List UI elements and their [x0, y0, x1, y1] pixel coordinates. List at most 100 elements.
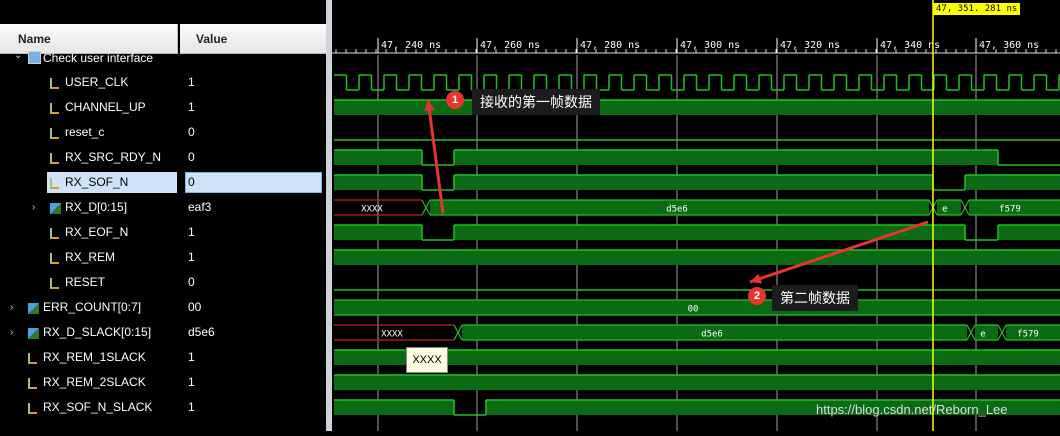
signal-value: 1 — [188, 375, 195, 389]
rx-rem-wave-fill — [334, 250, 1060, 265]
signal-value: eaf3 — [188, 200, 212, 214]
rx-d-bus-fill — [937, 200, 961, 215]
signal-icon — [28, 378, 37, 389]
time-label: 47, 280 ns — [580, 40, 640, 51]
signal-row[interactable]: CHANNEL_UP 1 — [0, 95, 326, 120]
annotation-arrow-2-head — [750, 273, 762, 284]
signal-row[interactable]: RX_SOF_N_SLACK 1 — [0, 395, 326, 420]
rx-d-slack-bus-fill — [975, 325, 998, 340]
rx-d-slack-bus-value: d5e6 — [701, 330, 723, 340]
bus-signal-icon — [28, 328, 39, 339]
annotation-text-1: 接收的第一帧数据 — [472, 89, 600, 115]
chevron-right-icon[interactable]: › — [32, 202, 36, 213]
name-panel — [0, 0, 180, 431]
rx-d-slack-bus-cross — [966, 324, 976, 341]
signal-name: USER_CLK — [65, 75, 129, 89]
err-count-bus-fill — [334, 300, 1060, 315]
rx-d-slack-bus-fill — [1006, 325, 1060, 340]
rx-rem-1slack-wave-fill — [334, 350, 1060, 365]
annotation-badge-2: 2 — [748, 287, 766, 305]
signal-icon — [28, 353, 37, 364]
signal-icon — [50, 78, 59, 89]
panel-splitter[interactable] — [326, 0, 332, 431]
rx-d-slack-bus-value: XXXX — [381, 330, 403, 340]
rx-rem-2slack-wave-fill — [334, 375, 1060, 390]
signal-row[interactable]: ›RX_D_SLACK[0:15]d5e6 — [0, 320, 326, 345]
time-label: 47, 300 ns — [680, 40, 740, 51]
waveform-canvas[interactable]: 47, 240 ns 47, 260 ns 47, 280 ns 47, 300 ns… — [332, 0, 1060, 431]
signal-row[interactable]: USER_CLK 1 — [0, 70, 326, 95]
rx-d-bus-value: d5e6 — [666, 205, 688, 215]
signal-row[interactable]: › RX_D[0:15] eaf3 — [0, 195, 326, 220]
chevron-right-icon[interactable]: › — [10, 327, 14, 338]
signal-name: RX_D[0:15] — [65, 200, 128, 214]
annotation-text-2: 第二帧数据 — [772, 285, 858, 311]
signal-icon — [50, 253, 59, 264]
waveform-viewer[interactable]: 47, 240 ns 47, 260 ns 47, 280 ns 47, 300 ns… — [332, 0, 1060, 431]
signal-icon — [50, 103, 59, 114]
cursor-time-label[interactable]: 47, 351. 281 ns — [933, 3, 1021, 15]
signal-name: RX_SOF_N_SLACK — [43, 400, 153, 414]
column-header-value[interactable]: Value — [180, 24, 326, 54]
folder-icon — [28, 51, 41, 64]
watermark: https://blog.csdn.net/Reborn_Lee — [816, 402, 1008, 417]
annotation-arrow-1-head — [424, 100, 435, 112]
rx-d-bus-value: f579 — [999, 205, 1021, 215]
rx-d-slack-bus-value: f579 — [1017, 330, 1039, 340]
rx-src-rdy-n-wave-fill — [334, 150, 422, 165]
signal-row[interactable]: RX_REM_1SLACK 1 — [0, 345, 326, 370]
group-row-check-user-interface[interactable]: ⌄ Check user interface — [0, 45, 326, 65]
time-label: 47, 260 ns — [480, 40, 540, 51]
signal-icon — [50, 228, 59, 239]
signal-value: d5e6 — [188, 325, 215, 339]
time-label: 47, 240 ns — [381, 40, 441, 51]
signal-name: CHANNEL_UP — [65, 100, 146, 114]
signal-name: RX_REM — [65, 250, 116, 264]
signal-value: 0 — [188, 275, 195, 289]
channel-up-wave-fill — [334, 100, 1060, 115]
signal-value: 1 — [188, 225, 195, 239]
signal-row[interactable]: RESET 0 — [0, 270, 326, 295]
rx-sof-n-wave-fill — [965, 175, 1060, 190]
bus-signal-icon — [50, 203, 61, 214]
signal-name: RX_REM_1SLACK — [43, 350, 146, 364]
signal-row[interactable]: › ERR_COUNT[0:7] 00 — [0, 295, 326, 320]
signal-name: RESET — [65, 275, 106, 289]
rx-d-slack-bus-cross — [997, 324, 1007, 341]
column-header-name[interactable]: Name — [0, 24, 178, 54]
rx-sof-n-slack-wave-fill — [334, 400, 454, 415]
signal-value: 00 — [188, 300, 202, 314]
chevron-right-icon[interactable]: › — [10, 302, 14, 313]
rx-d-bus-fill — [430, 200, 929, 215]
signal-icon — [28, 403, 37, 414]
rx-sof-n-wave-fill — [454, 175, 933, 190]
signal-row[interactable]: RX_EOF_N 1 — [0, 220, 326, 245]
group-label: Check user interface — [43, 51, 154, 65]
rx-sof-n-wave-fill — [334, 175, 422, 190]
rx-eof-n-wave-fill — [998, 225, 1060, 240]
rx-d-bus-value: XXXX — [361, 205, 383, 215]
signal-value: 1 — [188, 400, 195, 414]
rx-eof-n-wave-fill — [334, 225, 422, 240]
rx-d-slack-bus-value: e — [980, 330, 985, 340]
signal-name: RX_SRC_RDY_N — [65, 150, 162, 164]
signal-name: RX_EOF_N — [65, 225, 129, 239]
signal-value: 1 — [188, 100, 195, 114]
signal-value: 1 — [188, 75, 195, 89]
signal-name: RX_SOF_N — [65, 175, 129, 189]
signal-icon — [50, 128, 59, 139]
signal-icon — [50, 278, 59, 289]
signal-row[interactable]: RX_REM_2SLACK 1 — [0, 370, 326, 395]
signal-value: 1 — [188, 350, 195, 364]
chevron-down-icon[interactable]: ⌄ — [14, 50, 23, 61]
rx-sof-n-slack-wave-fill — [486, 400, 1060, 415]
signal-name: ERR_COUNT[0:7] — [43, 300, 142, 314]
signal-name: RX_REM_2SLACK — [43, 375, 146, 389]
annotation-badge-1: 1 — [446, 91, 464, 109]
value-tooltip: XXXX — [406, 347, 448, 373]
err-count-bus-value: 00 — [688, 305, 699, 315]
